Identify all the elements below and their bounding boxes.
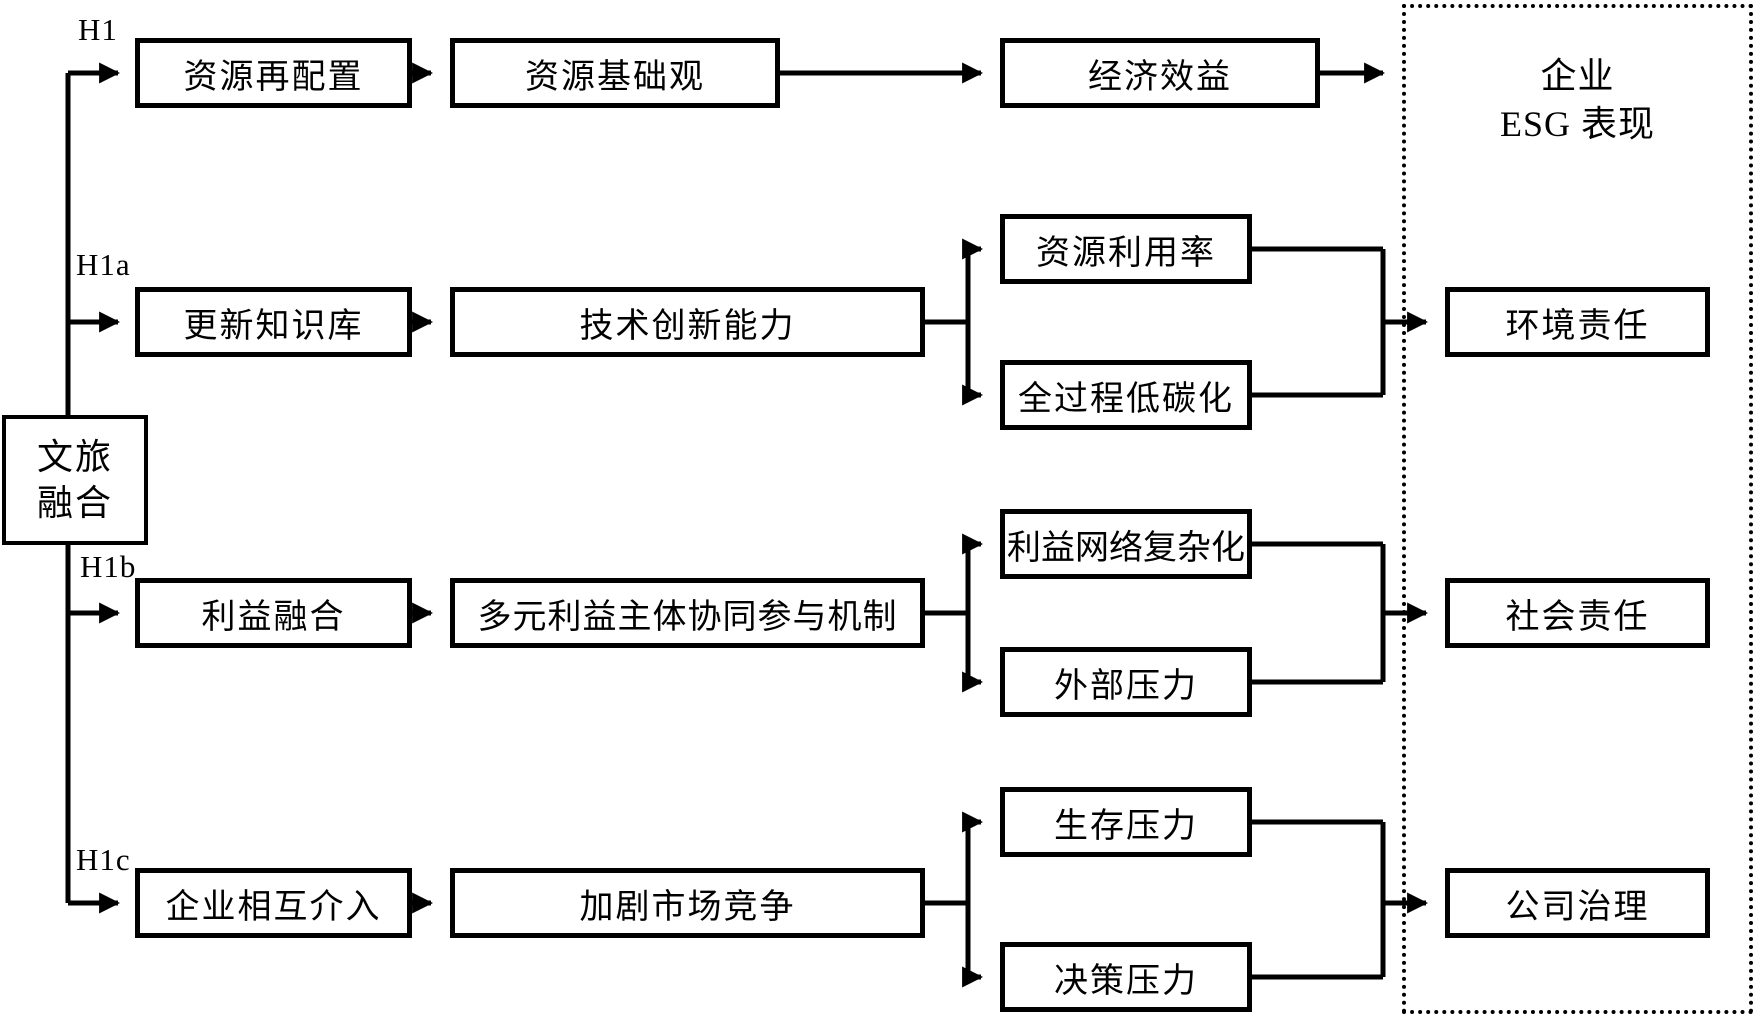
h1c-antecedent-box: 企业相互介入 [135, 868, 412, 938]
h1c-outcome-box: 公司治理 [1445, 868, 1710, 938]
source-box-line1: 文旅 [36, 437, 113, 477]
h1-mediator-box: 经济效益 [1000, 38, 1320, 108]
esg-panel-title-line1: 企业 [1540, 56, 1615, 96]
h1b-antecedent-box: 利益融合 [135, 578, 412, 648]
h1a-antecedent-box: 更新知识库 [135, 287, 412, 357]
h1c-mediator-top-box: 生存压力 [1000, 787, 1252, 857]
esg-panel-title: 企业 ESG 表现 [1406, 52, 1749, 148]
arrow-segments [68, 62, 1429, 988]
h1a-outcome-box: 环境责任 [1445, 287, 1710, 357]
h1-mechanism-box: 资源基础观 [450, 38, 780, 108]
h1c-label: H1c [76, 842, 131, 877]
h1c-mediator-bottom-box: 决策压力 [1000, 942, 1252, 1012]
source-box-line2: 融合 [36, 483, 113, 523]
esg-panel-title-line2: ESG 表现 [1499, 104, 1655, 144]
h1b-mechanism-box: 多元利益主体协同参与机制 [450, 578, 925, 648]
esg-dotted-panel: 企业 ESG 表现 [1402, 4, 1753, 1014]
h1b-mediator-bottom-box: 外部压力 [1000, 647, 1252, 717]
h1a-mechanism-box: 技术创新能力 [450, 287, 925, 357]
h1a-mediator-top-box: 资源利用率 [1000, 214, 1252, 284]
h1-antecedent-box: 资源再配置 [135, 38, 412, 108]
h1b-label: H1b [80, 549, 137, 584]
h1a-label: H1a [76, 247, 131, 282]
source-box-culture-tourism-integration: 文旅 融合 [2, 415, 148, 545]
plain-segments [65, 73, 1386, 980]
h1b-outcome-box: 社会责任 [1445, 578, 1710, 648]
h1-label: H1 [78, 12, 118, 47]
h1a-mediator-bottom-box: 全过程低碳化 [1000, 360, 1252, 430]
h1c-mechanism-box: 加剧市场竞争 [450, 868, 925, 938]
h1b-mediator-top-box: 利益网络复杂化 [1000, 509, 1252, 579]
